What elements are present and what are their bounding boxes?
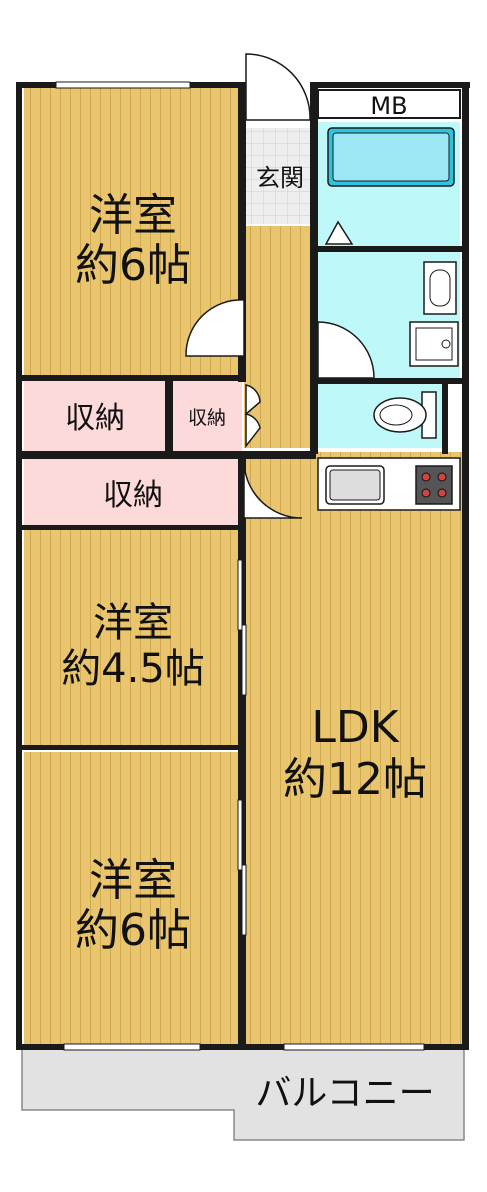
sliding-doors <box>237 559 247 936</box>
western-room-bottom-floor <box>24 752 242 1044</box>
storage-left-floor <box>24 381 166 451</box>
room-name-ldk: LDK <box>311 702 399 753</box>
room-size-western-top: 約6帖 <box>75 240 191 291</box>
entrance-floor <box>244 128 314 224</box>
walls <box>16 82 470 1050</box>
room-size-western-mid: 約4.5帖 <box>61 646 205 692</box>
room-size-ldk: 約12帖 <box>283 754 427 805</box>
room-name-western-mid: 洋室 <box>93 600 173 646</box>
western-room-mid-floor <box>24 530 242 745</box>
storage-left-label: 収納 <box>65 401 125 436</box>
storage-wide-label: 収納 <box>103 478 163 513</box>
windows <box>55 81 425 1051</box>
balcony-label: バルコニー <box>255 1073 434 1114</box>
doors <box>185 53 375 519</box>
room-name-western-top: 洋室 <box>89 190 177 241</box>
washing-machine-pan <box>409 321 459 367</box>
entrance-label: 玄関 <box>256 164 304 192</box>
meter-box-label: MB <box>370 92 407 120</box>
ldk-floor <box>244 452 462 1044</box>
toilet <box>373 391 437 439</box>
room-size-western-bottom: 約6帖 <box>75 905 191 956</box>
storage-small-floor <box>172 381 242 451</box>
hallway-floor <box>244 226 314 448</box>
room-name-western-bottom: 洋室 <box>89 855 177 906</box>
storage-wide-floor <box>24 459 242 525</box>
storage-small-label: 収納 <box>188 407 226 429</box>
gas-stove <box>415 465 453 505</box>
meter-box <box>317 89 461 119</box>
